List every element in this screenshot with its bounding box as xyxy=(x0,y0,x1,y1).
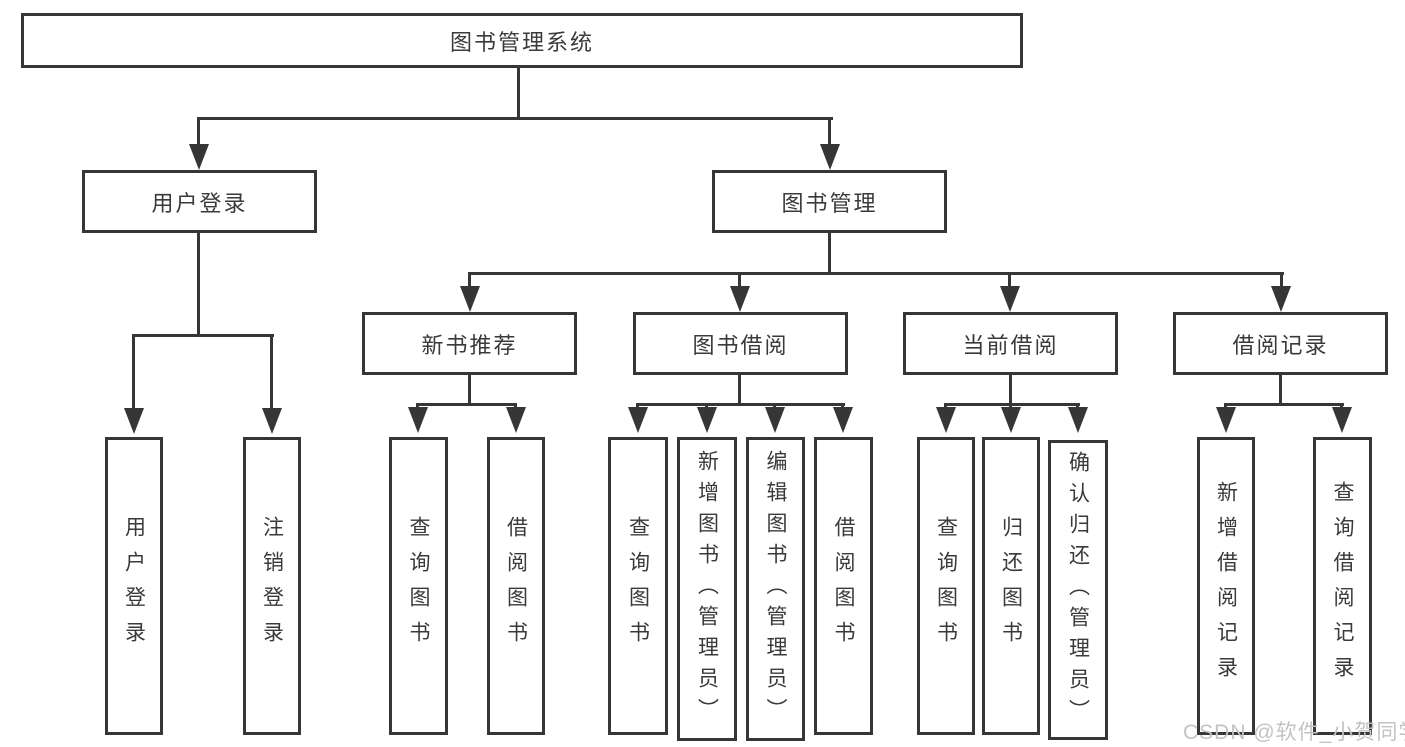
leaf-return-books: 归还图书 xyxy=(982,437,1040,735)
csdn-watermark: CSDN @软件_小贺同学 xyxy=(1183,721,1405,744)
node-new-book-recommendation: 新书推荐 xyxy=(362,312,577,375)
node-library-management-system: 图书管理系统 xyxy=(21,13,1023,68)
connector-stem xyxy=(468,272,471,288)
connector-book-management-split xyxy=(468,272,1284,275)
arrow-down-icon xyxy=(460,286,480,312)
leaf-query-books: 查询图书 xyxy=(917,437,975,735)
leaf-add-borrow-record: 新增借阅记录 xyxy=(1197,437,1255,735)
connector-split xyxy=(944,403,1080,406)
connector-book-management-drop xyxy=(828,233,831,275)
leaf-query-books: 查询图书 xyxy=(389,437,448,735)
node-current-borrowing: 当前借阅 xyxy=(903,312,1118,375)
arrow-down-icon xyxy=(765,407,785,433)
leaf-edit-books-admin: 编辑图书（管理员） xyxy=(746,437,805,741)
arrow-down-icon xyxy=(1001,407,1021,433)
leaf-confirm-return-admin: 确认归还（管理员） xyxy=(1048,440,1108,740)
connector-stem xyxy=(738,272,741,288)
leaf-borrow-books: 借阅图书 xyxy=(814,437,873,735)
arrow-down-icon xyxy=(628,407,648,433)
arrow-down-icon xyxy=(1332,407,1352,433)
node-borrowing-records: 借阅记录 xyxy=(1173,312,1388,375)
arrow-down-icon xyxy=(506,407,526,433)
connector-split xyxy=(1224,403,1344,406)
leaf-logout: 注销登录 xyxy=(243,437,301,735)
arrow-down-icon xyxy=(189,144,209,170)
connector-user-login-drop xyxy=(197,233,200,337)
arrow-down-icon xyxy=(124,408,144,434)
connector-root-drop xyxy=(517,68,520,120)
leaf-query-books: 查询图书 xyxy=(608,437,668,735)
leaf-query-borrow-record: 查询借阅记录 xyxy=(1313,437,1372,735)
node-book-management: 图书管理 xyxy=(712,170,947,233)
arrow-down-icon xyxy=(1271,286,1291,312)
node-user-login: 用户登录 xyxy=(82,170,317,233)
connector-split xyxy=(636,403,845,406)
leaf-add-books-admin: 新增图书（管理员） xyxy=(677,437,737,741)
arrow-down-icon xyxy=(833,407,853,433)
leaf-user-login: 用户登录 xyxy=(105,437,163,735)
connector-stem xyxy=(132,334,135,410)
connector-drop xyxy=(738,375,741,406)
connector-drop xyxy=(1009,375,1012,406)
arrow-down-icon xyxy=(262,408,282,434)
connector-root-split xyxy=(197,117,833,120)
arrow-down-icon xyxy=(820,144,840,170)
arrow-down-icon xyxy=(936,407,956,433)
arrow-down-icon xyxy=(1000,286,1020,312)
connector-stem xyxy=(270,334,273,410)
arrow-down-icon xyxy=(697,407,717,433)
connector-stem xyxy=(1008,272,1011,288)
connector-stem xyxy=(197,117,200,145)
node-book-borrowing: 图书借阅 xyxy=(633,312,848,375)
connector-stem xyxy=(1280,272,1283,288)
connector-user-login-split xyxy=(132,334,274,337)
connector-split xyxy=(416,403,517,406)
arrow-down-icon xyxy=(408,407,428,433)
arrow-down-icon xyxy=(730,286,750,312)
connector-drop xyxy=(1279,375,1282,406)
connector-stem xyxy=(828,117,831,145)
connector-drop xyxy=(468,375,471,406)
arrow-down-icon xyxy=(1068,407,1088,433)
arrow-down-icon xyxy=(1216,407,1236,433)
leaf-borrow-books: 借阅图书 xyxy=(487,437,545,735)
